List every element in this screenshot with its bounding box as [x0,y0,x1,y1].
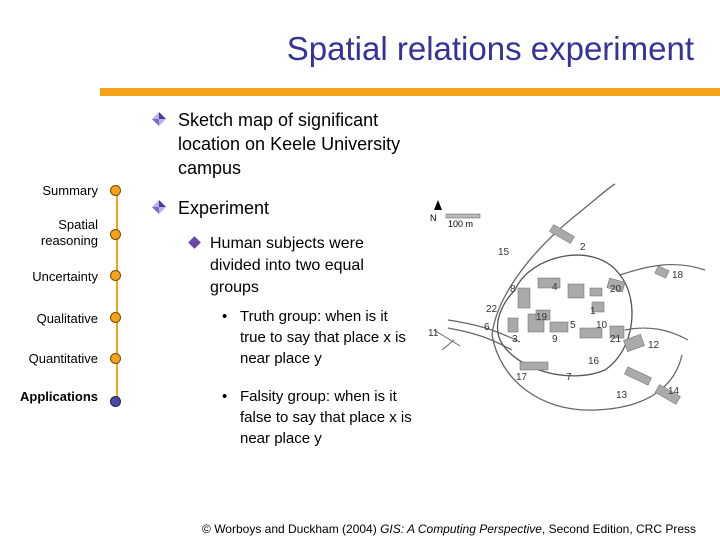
dot-bullet-icon: • [222,388,228,405]
bullet-text: Falsity group: when is it false to say t… [240,388,412,447]
north-arrow-icon [434,200,442,210]
bullet-text: Experiment [178,198,270,218]
svg-text:12: 12 [648,340,660,351]
nav-dot [110,229,121,240]
nav-label: Qualitative [36,311,98,326]
svg-text:21: 21 [610,334,622,345]
nav-label: Spatial reasoning [40,217,98,248]
bullet-text: Truth group: when is it true to say that… [240,308,406,367]
nav-label: Applications [19,389,98,404]
campus-sketch-map: N 100 m 15 2 18 8 4 [428,183,706,411]
bullet-sketch-map: Sketch map of significant location on Ke… [152,108,418,180]
citation-footer: © Worboys and Duckham (2004) GIS: A Comp… [202,522,696,536]
slide-title: Spatial relations experiment [286,30,694,67]
svg-text:8: 8 [510,284,516,295]
svg-text:1: 1 [590,306,596,317]
nav-dot-active [110,396,121,407]
svg-text:11: 11 [428,328,439,339]
svg-text:9: 9 [552,334,558,345]
north-label: N [430,213,437,223]
nav-dot [110,312,121,323]
diamond-bullet-icon [152,200,166,214]
nav-label: Uncertainty [32,269,98,284]
svg-text:14: 14 [668,386,680,397]
sub-sub-bullet-falsity: • Falsity group: when is it false to say… [222,386,415,449]
bullet-text: Sketch map of significant location on Ke… [178,110,401,178]
svg-text:7: 7 [566,372,572,383]
svg-text:17: 17 [516,372,528,383]
svg-text:4: 4 [552,282,558,293]
citation-authors: Worboys and Duckham (2004) [210,522,381,536]
sub-bullet-groups: Human subjects were divided into two equ… [188,233,405,299]
nav-dot [110,353,121,364]
svg-text:15: 15 [498,247,510,258]
svg-text:18: 18 [672,270,684,281]
svg-text:13: 13 [616,390,628,401]
sub-sub-bullet-truth: • Truth group: when is it true to say th… [222,306,415,369]
bullet-text: Human subjects were divided into two equ… [210,235,364,296]
scale-label: 100 m [448,219,473,229]
nav-label: Summary [42,183,98,198]
dot-bullet-icon: • [222,308,228,325]
citation-book-title: GIS: A Computing Perspective [380,522,542,536]
svg-text:22: 22 [486,304,498,315]
svg-text:16: 16 [588,356,600,367]
svg-text:3: 3 [512,334,518,345]
copyright-symbol: © [202,522,211,536]
svg-text:5: 5 [570,320,576,331]
nav-dot [110,185,121,196]
diamond-bullet-icon [188,236,201,249]
nav-label: Quantitative [28,351,98,366]
citation-edition: , Second Edition, CRC Press [541,522,696,536]
svg-text:20: 20 [610,284,622,295]
nav-dot [110,270,121,281]
svg-text:10: 10 [596,320,608,331]
nav-timeline [116,190,118,402]
diamond-bullet-icon [152,112,166,126]
svg-text:19: 19 [536,312,548,323]
title-divider [100,88,720,96]
scale-bar [445,213,481,219]
svg-text:6: 6 [484,322,490,333]
bullet-experiment: Experiment [152,196,378,220]
svg-text:2: 2 [580,242,586,253]
